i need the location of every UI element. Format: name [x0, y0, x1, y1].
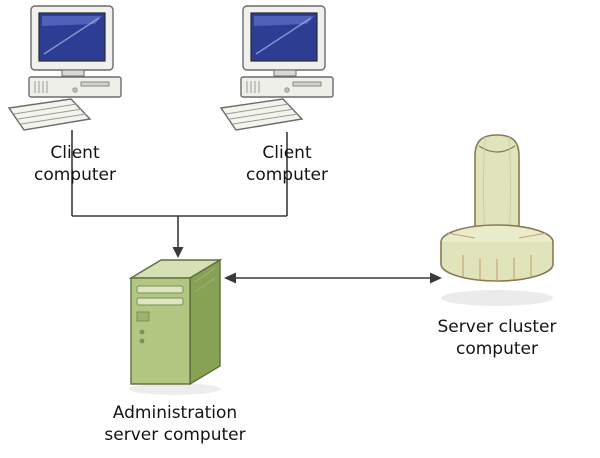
node-administration-server: Administration server computer — [95, 248, 255, 447]
node-label-line: computer — [34, 165, 116, 186]
server-cluster-icon — [435, 130, 560, 310]
desktop-computer-icon — [5, 4, 145, 134]
node-label: Client computer — [34, 142, 116, 187]
connector-admin-to-cluster-double-arrow — [224, 272, 442, 284]
node-label-line: Client — [50, 143, 100, 163]
node-client-computer-1: Client computer — [0, 4, 150, 187]
node-label-line: computer — [246, 165, 328, 186]
node-label-line: Client — [262, 143, 312, 163]
node-label-line: server computer — [104, 425, 246, 446]
server-tower-icon — [123, 248, 228, 396]
node-client-computer-2: Client computer — [212, 4, 362, 187]
node-label: Client computer — [246, 142, 328, 187]
node-label: Administration server computer — [104, 402, 245, 447]
node-server-cluster: Server cluster computer — [432, 130, 562, 361]
node-label: Server cluster computer — [438, 316, 557, 361]
node-label-line: computer — [456, 339, 538, 360]
desktop-computer-icon — [217, 4, 357, 134]
node-label-line: Server cluster — [437, 317, 557, 337]
node-label-line: Administration — [112, 403, 238, 423]
